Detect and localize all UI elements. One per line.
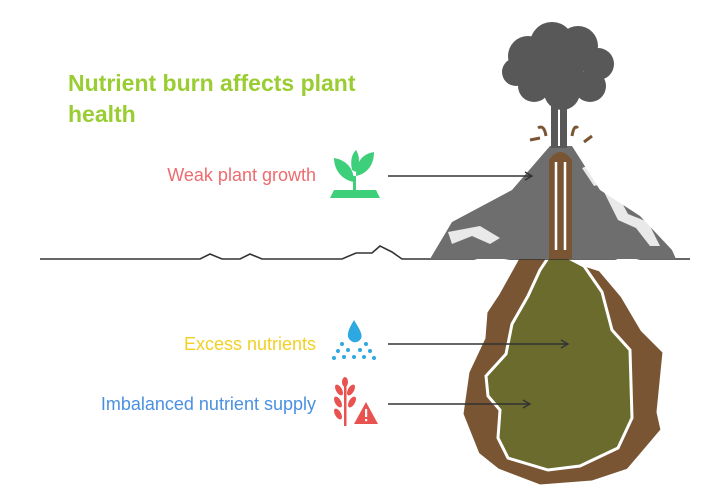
spark-right	[570, 125, 580, 137]
magma-chamber	[460, 242, 666, 488]
magma-chamber-inner	[484, 250, 634, 472]
label-weak-plant-growth: Weak plant growth	[167, 165, 316, 185]
volcano	[430, 104, 676, 259]
volcano-highlight-right	[604, 188, 660, 246]
spark-left-2	[529, 136, 541, 142]
spark-right-2	[583, 134, 593, 144]
water-drop-icon	[332, 320, 376, 360]
volcano-highlight-mid	[582, 164, 602, 186]
label-imbalanced-nutrient-supply: Imbalanced nutrient supply	[100, 394, 316, 414]
label-excess-nutrients: Excess nutrients	[183, 334, 316, 354]
smoke-cloud	[502, 22, 614, 110]
magma-conduit	[549, 152, 572, 259]
spark-left	[537, 125, 548, 137]
page-title: Nutrient burn affects plant health	[68, 70, 356, 127]
volcano-highlight-left	[448, 226, 500, 244]
wheat-warning-icon	[334, 377, 378, 426]
sprout-icon	[330, 150, 380, 198]
